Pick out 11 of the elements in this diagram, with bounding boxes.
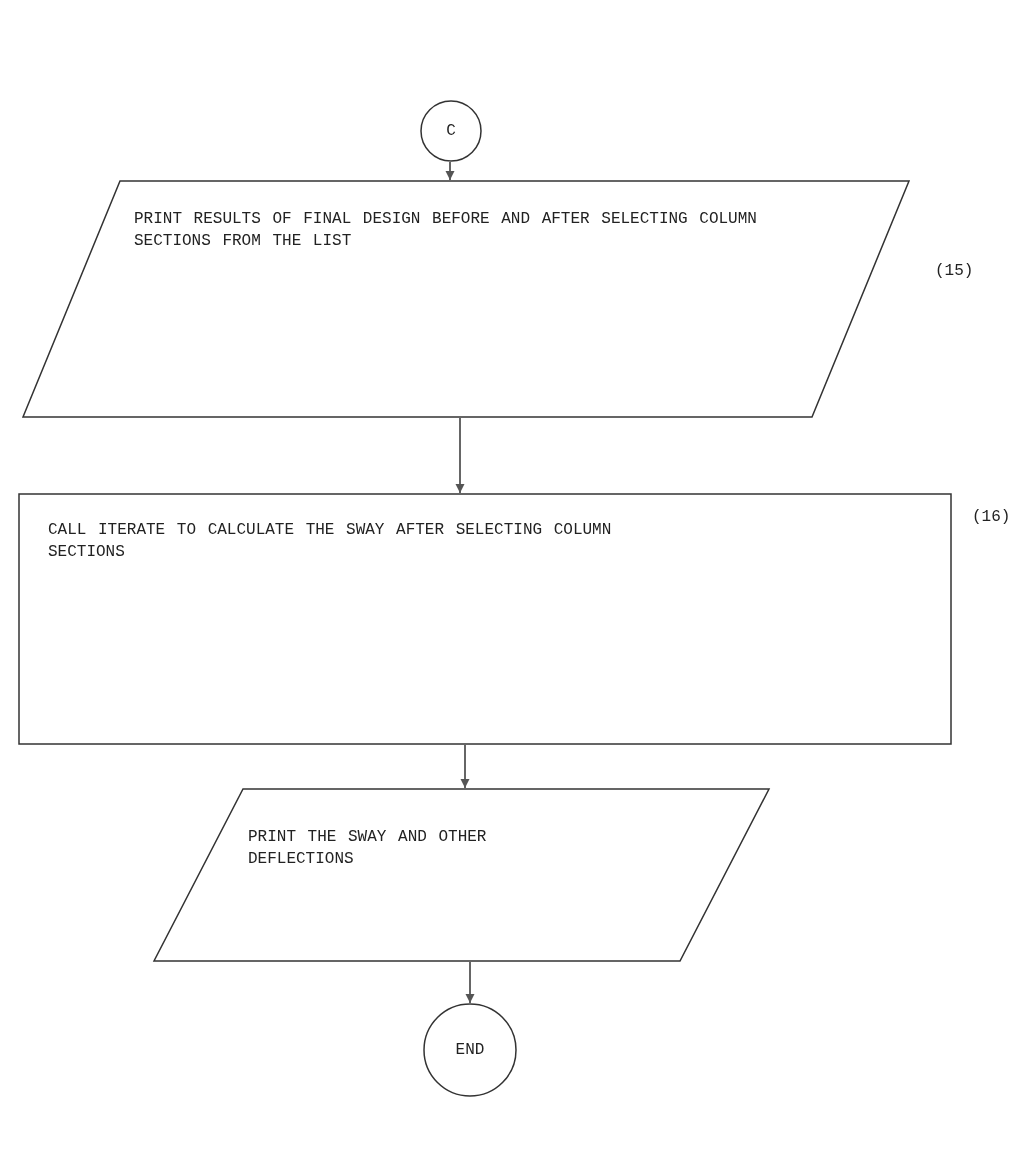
terminal-label: END [455,1041,485,1059]
arrow [465,961,475,1004]
step-number: (16) [972,508,1009,526]
arrow [455,417,465,494]
step-text: PRINT THE SWAY AND OTHER DEFLECTIONS [248,827,488,870]
arrow [445,161,455,181]
terminal-label: C [446,122,456,140]
step-number: (15) [935,262,974,280]
step-text: PRINT RESULTS OF FINAL DESIGN BEFORE AND AFTER SELECTING COLUMN SECTIONS FROM THE LIST [134,209,758,252]
step-text: CALL ITERATE TO CALCULATE THE SWAY AFTER SELECTING COLUMN SECTIONS [48,520,613,563]
arrow [460,744,470,789]
